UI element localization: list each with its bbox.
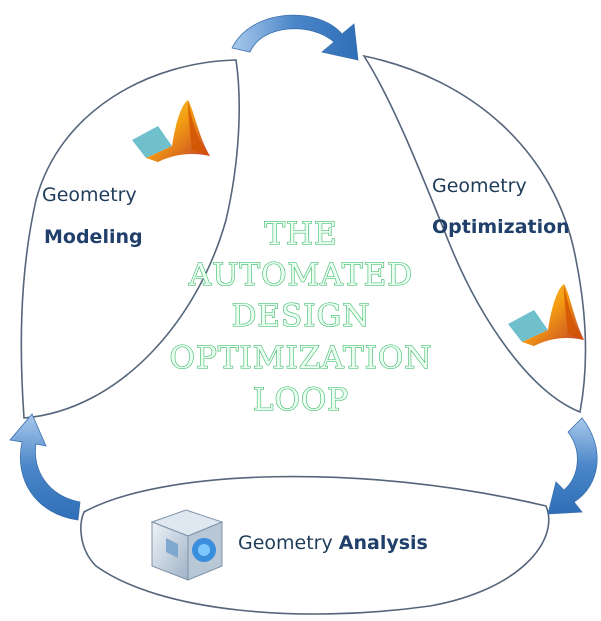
analysis-label: Geometry Analysis	[238, 532, 428, 554]
center-title-line: THE	[264, 216, 337, 252]
left-arrow	[9, 413, 81, 521]
center-title-line: AUTOMATED	[188, 257, 413, 293]
modeling-label-line1: Geometry	[42, 184, 137, 206]
center-title: THE AUTOMATED DESIGN OPTIMIZATION LOOP	[169, 215, 433, 418]
analysis-lobe	[80, 475, 550, 615]
top-arrow	[231, 14, 359, 61]
matlab-logo-icon	[508, 284, 584, 346]
analysis-label-prefix: Geometry	[238, 532, 339, 554]
center-title-line: LOOP	[253, 382, 349, 418]
center-title-line: OPTIMIZATION	[170, 340, 433, 376]
matlab-logo-icon	[132, 100, 210, 162]
modeling-label-line2: Modeling	[44, 226, 143, 248]
analysis-label-emphasis: Analysis	[339, 532, 428, 554]
analysis-cube-icon	[150, 509, 224, 581]
optimization-label-line2: Optimization	[432, 216, 570, 238]
optimization-label-line1: Geometry	[432, 175, 527, 197]
right-arrow	[547, 417, 598, 515]
center-title-line: DESIGN	[232, 298, 371, 334]
